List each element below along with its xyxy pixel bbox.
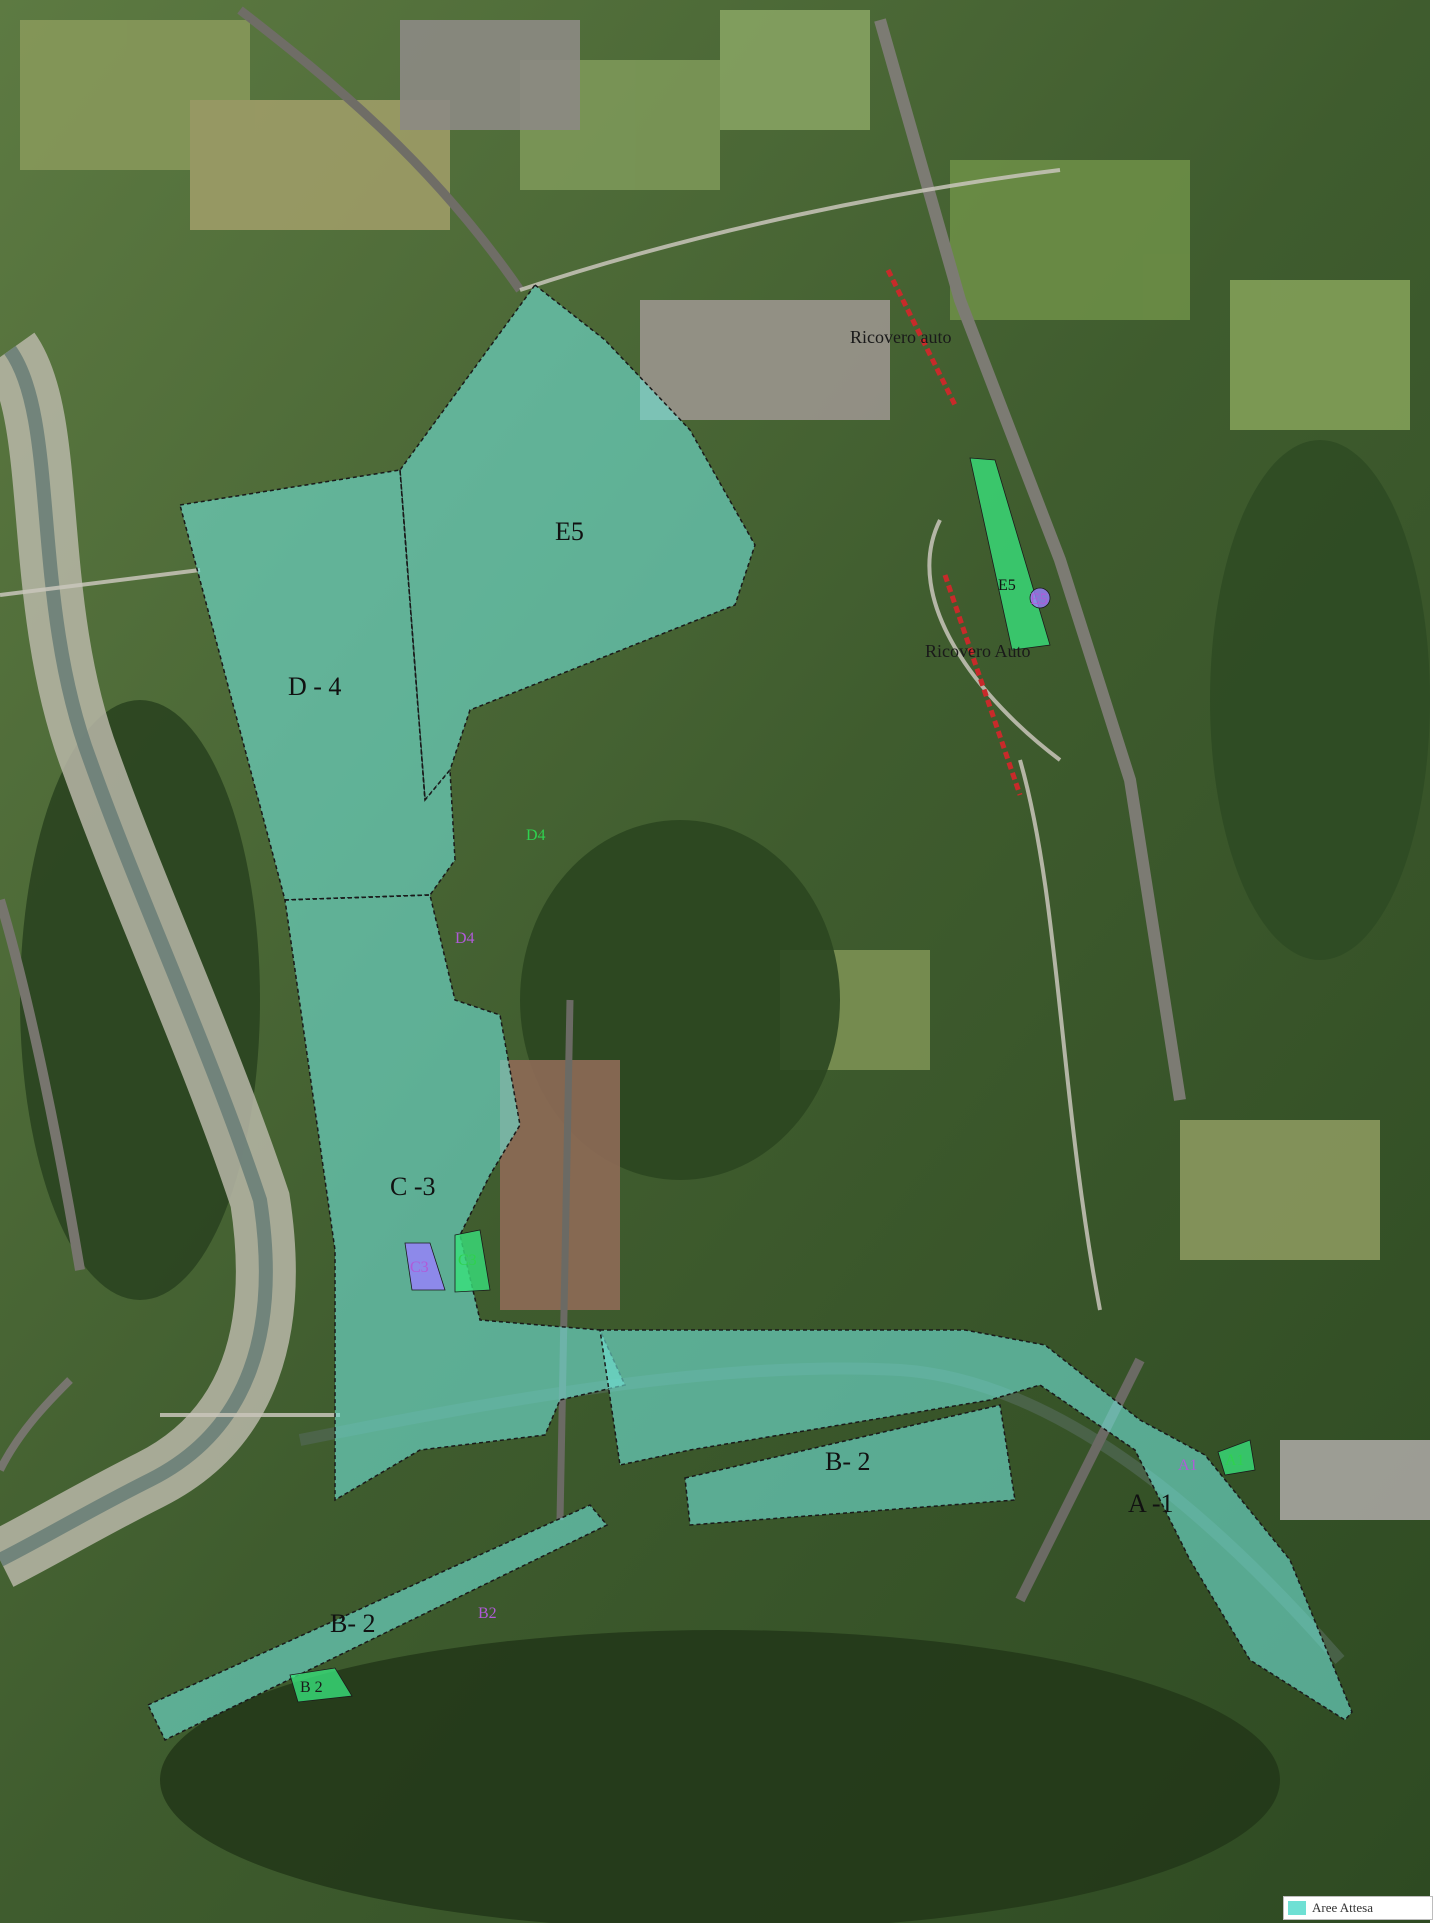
area-a1-green[interactable]	[1217, 1439, 1256, 1476]
forest	[20, 440, 1430, 1923]
zone-label-c3: C -3	[390, 1172, 436, 1201]
areas-layer	[289, 457, 1256, 1703]
roads	[0, 168, 1102, 1417]
area-label-d4-purple: D4	[455, 930, 475, 947]
zone-d4[interactable]	[179, 469, 456, 901]
map-right-margin	[1430, 0, 1445, 1923]
zone-label-e5: E5	[555, 517, 584, 546]
area-label-a1-green: A1	[1225, 1452, 1245, 1469]
area-e5-purple[interactable]	[1029, 587, 1051, 609]
place-label-ricovero-2: Ricovero Auto	[925, 641, 1031, 661]
area-label-e5-green: E5	[998, 577, 1016, 594]
built-up-areas	[400, 20, 1430, 1520]
zones-layer	[146, 283, 1353, 1742]
area-c3-green[interactable]	[454, 1229, 491, 1293]
area-e5-green[interactable]	[969, 457, 1051, 651]
shelter-line-south	[942, 574, 1023, 796]
zone-label-a1: A -1	[1128, 1489, 1174, 1518]
area-label-c3-purple: C3	[410, 1259, 429, 1276]
zone-divider-2	[284, 894, 431, 901]
area-label-c3-green: C3	[458, 1252, 477, 1269]
area-b2-green[interactable]	[289, 1667, 353, 1703]
zone-label-b2a: B- 2	[825, 1447, 871, 1476]
zone-label-d4: D - 4	[288, 672, 341, 701]
zone-label-b2b: B- 2	[330, 1609, 376, 1638]
area-label-d4-green: D4	[526, 827, 546, 844]
river	[0, 345, 273, 1567]
legend-swatch	[1288, 1901, 1306, 1915]
zone-b2b[interactable]	[146, 1504, 609, 1742]
zone-a1[interactable]	[599, 1329, 1353, 1721]
zone-c3[interactable]	[284, 894, 627, 1502]
area-label-b2-purple: B2	[478, 1605, 497, 1622]
legend: Aree Attesa	[1283, 1896, 1433, 1920]
area-label-e5-purple: E5	[1030, 591, 1048, 608]
zone-b2a[interactable]	[684, 1404, 1016, 1526]
area-c3-purple[interactable]	[404, 1242, 446, 1291]
zone-divider-1	[399, 469, 426, 801]
legend-label: Aree Attesa	[1312, 1900, 1374, 1915]
place-label-ricovero-1: Ricovero auto	[850, 327, 951, 347]
area-label-b2-green: B 2	[300, 1679, 323, 1696]
shelter-line-north	[885, 268, 958, 407]
railways	[0, 6, 1186, 1603]
area-label-a1-purple: A1	[1178, 1457, 1198, 1474]
